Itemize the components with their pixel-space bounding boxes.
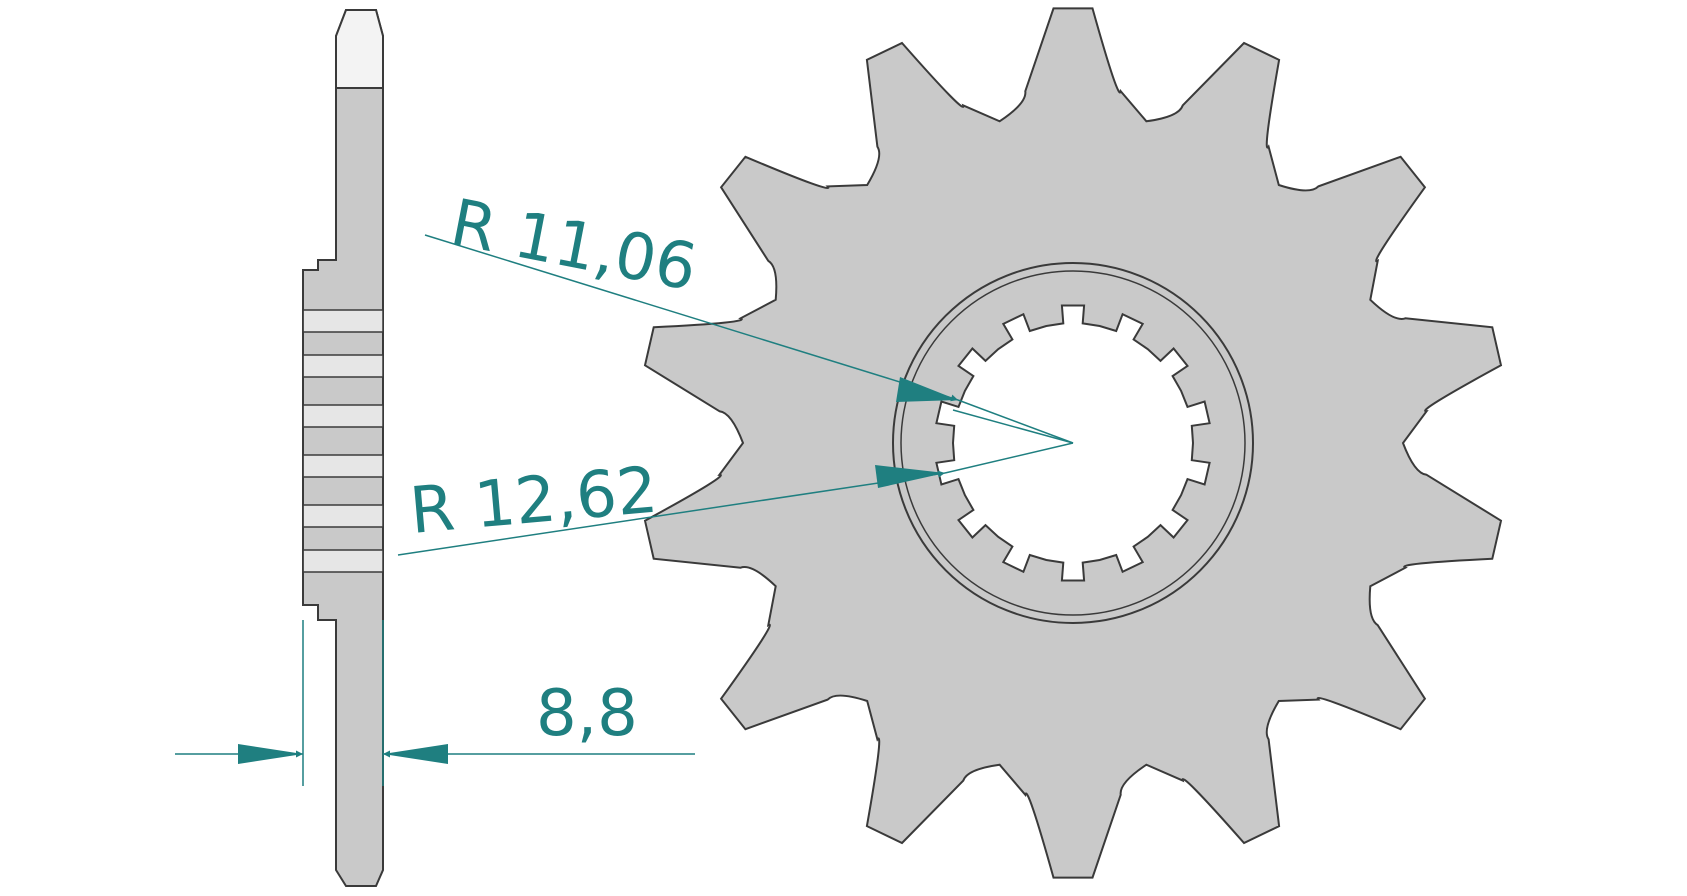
thickness-arrowhead-left [238, 744, 303, 764]
side-view-spline-groove [302, 549, 384, 573]
hub-inner-ring [900, 270, 1246, 616]
spline-radius-label: R 12,62 [407, 454, 661, 549]
side-view-tooth-tip [335, 9, 384, 89]
side-view-spline-groove [302, 504, 384, 528]
side-view-spline-groove [302, 454, 384, 478]
bore-radius-label: R 11,06 [445, 186, 703, 306]
spline-radius-leader [397, 470, 946, 556]
dimension-arrowheads [238, 377, 958, 764]
spline-radius-arrowhead [875, 465, 945, 488]
side-view-spline-groove [302, 309, 384, 333]
spline-radius-center-line [944, 442, 1074, 474]
side-view-spline-groove [302, 354, 384, 378]
dimension-lines [175, 234, 1074, 786]
thickness-label: 8,8 [536, 677, 638, 751]
bore-radius-arrowhead [896, 377, 958, 402]
sprocket-side-view [302, 9, 384, 887]
hub-outer-ring [892, 262, 1254, 624]
side-view-spline-groove [302, 404, 384, 428]
side-view-body [302, 9, 384, 887]
bore-radius-return-line [952, 409, 1074, 444]
bore-radius-leader [424, 234, 959, 402]
thickness-arrowhead-right [383, 744, 448, 764]
bore-radius-center-line [957, 399, 1074, 444]
